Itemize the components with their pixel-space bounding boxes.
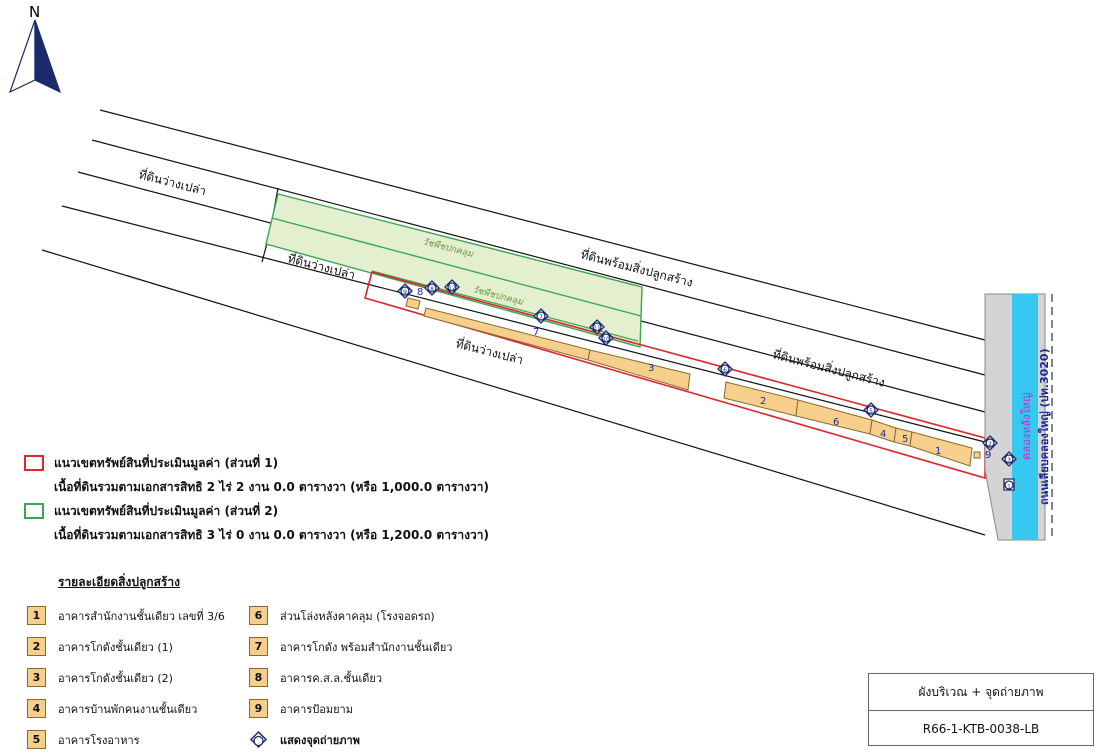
north-arrow-icon: N [8, 3, 62, 94]
buildings [405, 297, 981, 467]
label-built-land-right: ที่ดินพร้อมสิ่งปลูกสร้าง [771, 345, 887, 390]
part1-title: แนวเขตทรัพย์สินที่ประเมินมูลค่า (ส่วนที่… [54, 455, 279, 470]
item-label-8: อาคารค.ส.ล.ชั้นเดียว [280, 671, 383, 685]
building-item-1: 1 อาคารสำนักงานชั้นเดียว เลขที่ 3/6 [27, 600, 225, 631]
building-item-9: 9 อาคารป้อมยาม [249, 693, 452, 724]
part2-boundary [265, 193, 643, 348]
photo-point-5-icon [863, 402, 879, 418]
part2-area: เนื้อที่ดินรวมตามเอกสารสิทธิ 3 ไร่ 0 งาน… [54, 527, 489, 542]
item-num-2: 2 [27, 637, 46, 656]
photo-points [397, 279, 1017, 491]
item-num-5: 5 [27, 730, 46, 749]
photo-point-label-1: 1 [1007, 484, 1011, 491]
photo-point-label-6: 6 [723, 367, 727, 374]
part1-area: เนื้อที่ดินรวมตามเอกสารสิทธิ 2 ไร่ 2 งาน… [54, 479, 489, 494]
item-num-6: 6 [249, 606, 268, 625]
building-item-7: 7 อาคารโกดัง พร้อมสำนักงานชั้นเดียว [249, 631, 452, 662]
title-block-title: ผังบริเวณ + จุดถ่ายภาพ [869, 674, 1093, 711]
part2-title: แนวเขตทรัพย์สินที่ประเมินมูลค่า (ส่วนที่… [54, 503, 279, 518]
building-item-5: 5 อาคารโรงอาหาร [27, 724, 225, 755]
building-label-3: 3 [648, 363, 654, 374]
photo-point-icon [249, 730, 268, 749]
part2-swatch [24, 503, 44, 519]
photo-point-label-9: 9 [403, 289, 407, 296]
title-block: ผังบริเวณ + จุดถ่ายภาพ R66-1-KTB-0038-LB [868, 673, 1094, 746]
item-label-4: อาคารบ้านพักคนงานชั้นเดียว [58, 702, 198, 716]
building-item-3: 3 อาคารโกดังชั้นเดียว (2) [27, 662, 225, 693]
item-label-7: อาคารโกดัง พร้อมสำนักงานชั้นเดียว [280, 640, 453, 654]
item-num-7: 7 [249, 637, 268, 656]
building-number-labels: 1 2 3 4 5 6 7 8 9 [417, 287, 991, 461]
building-label-9: 9 [985, 450, 991, 461]
item-num-3: 3 [27, 668, 46, 687]
legend: แนวเขตทรัพย์สินที่ประเมินมูลค่า (ส่วนที่… [24, 452, 584, 548]
photo-point-6-icon [717, 361, 733, 377]
item-label-6: ส่วนโล่งหลังคาคลุม (โรงจอดรถ) [280, 609, 435, 623]
item-label-2: อาคารโกดังชั้นเดียว (1) [58, 640, 173, 654]
legend-part2: แนวเขตทรัพย์สินที่ประเมินมูลค่า (ส่วนที่… [24, 500, 584, 522]
building-item-8: 8 อาคารค.ส.ล.ชั้นเดียว [249, 662, 452, 693]
photo-point-2-icon [982, 435, 998, 451]
building-label-4: 4 [880, 429, 886, 440]
building-list-col1: 1 อาคารสำนักงานชั้นเดียว เลขที่ 3/6 2 อาคา… [27, 600, 225, 755]
road-label: ถนนเลียบคลองใหญ่ (ปท.3020) [1037, 348, 1051, 505]
photo-point-1-icon [1003, 478, 1015, 491]
building-1 [909, 431, 973, 467]
photo-point-legend: แสดงจุดถ่ายภาพ [249, 724, 452, 755]
item-num-9: 9 [249, 699, 268, 718]
building-label-6: 6 [833, 417, 839, 428]
item-label-5: อาคารโรงอาหาร [58, 733, 140, 747]
title-block-code: R66-1-KTB-0038-LB [922, 722, 1040, 736]
item-num-8: 8 [249, 668, 268, 687]
item-label-9: อาคารป้อมยาม [280, 702, 353, 716]
canal-label: คลองหลังใหญ่ [1020, 393, 1033, 460]
photo-point-8-icon [424, 280, 440, 296]
item-num-1: 1 [27, 606, 46, 625]
photo-point-label-10: 10 [602, 336, 610, 343]
building-list-col2: 6 ส่วนโล่งหลังคาคลุม (โรงจอดรถ) 7 อาคารโกด… [249, 600, 452, 755]
legend-part1: แนวเขตทรัพย์สินที่ประเมินมูลค่า (ส่วนที่… [24, 452, 584, 474]
part1-boundary [364, 271, 986, 480]
photo-point-10-icon [598, 330, 614, 346]
building-label-5: 5 [902, 434, 908, 445]
building-label-7: 7 [533, 327, 539, 338]
photo-point-11-icon [589, 319, 605, 335]
building-3 [587, 349, 691, 391]
building-item-6: 6 ส่วนโล่งหลังคาคลุม (โรงจอดรถ) [249, 600, 452, 631]
photo-point-label-2: 2 [988, 441, 992, 448]
building-item-2: 2 อาคารโกดังชั้นเดียว (1) [27, 631, 225, 662]
photo-point-label-12: 12 [448, 285, 456, 292]
photo-point-label-5: 5 [869, 408, 873, 415]
photo-point-legend-label: แสดงจุดถ่ายภาพ [280, 733, 360, 747]
north-label: N [29, 3, 40, 21]
building-label-1: 1 [935, 446, 941, 457]
building-label-8: 8 [417, 287, 423, 298]
photo-point-label-7: 7 [539, 314, 543, 321]
item-label-1: อาคารสำนักงานชั้นเดียว เลขที่ 3/6 [58, 609, 225, 623]
part1-swatch [24, 455, 44, 471]
building-item-4: 4 อาคารบ้านพักคนงานชั้นเดียว [27, 693, 225, 724]
photo-point-label-3: 3 [1007, 457, 1011, 464]
label-vacant-land-top-left: ที่ดินว่างเปล่า [137, 165, 208, 198]
item-num-4: 4 [27, 699, 46, 718]
building-9 [973, 451, 981, 459]
photo-point-3-icon [1001, 451, 1017, 467]
photo-point-7-icon [533, 308, 549, 324]
photo-point-label-8: 8 [430, 286, 434, 293]
building-8 [405, 297, 421, 310]
photo-point-label-11: 11 [593, 325, 601, 332]
road-canal: คลองหลังใหญ่ ถนนเลียบคลองใหญ่ (ปท.3020) [984, 293, 1053, 541]
item-label-3: อาคารโกดังชั้นเดียว (2) [58, 671, 173, 685]
building-label-2: 2 [760, 396, 766, 407]
photo-point-9-icon [397, 283, 413, 299]
details-heading: รายละเอียดสิ่งปลูกสร้าง [58, 575, 180, 589]
photo-point-12-icon [444, 279, 460, 295]
